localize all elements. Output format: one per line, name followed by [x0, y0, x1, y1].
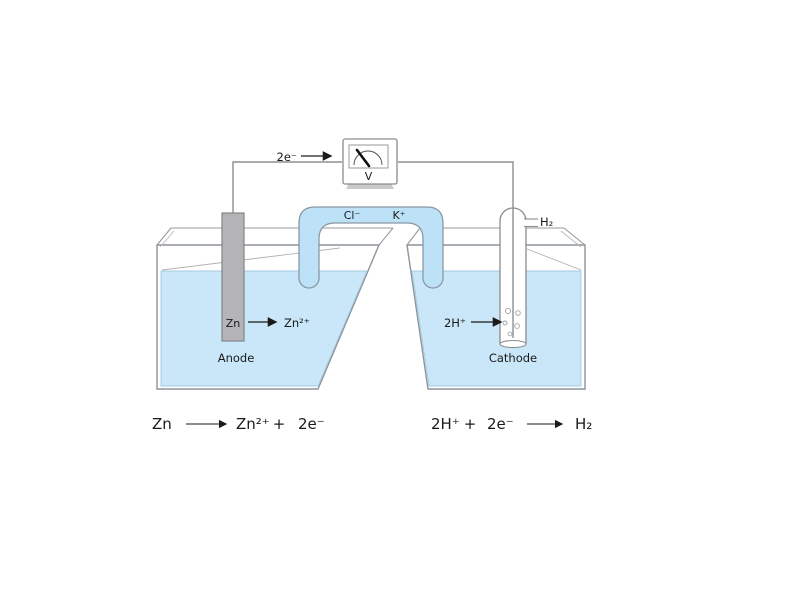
hydrogen-bubbles — [502, 307, 521, 337]
anode-beaker-rim-corner — [156, 227, 172, 246]
reduction-equation: 2H⁺ + 2e⁻ H₂ — [431, 415, 592, 433]
anode-beaker-rim-corner-2 — [159, 230, 175, 248]
bubble — [514, 323, 520, 329]
reduction-plus: + — [464, 415, 477, 433]
bubble — [507, 331, 513, 337]
voltmeter-needle — [355, 148, 371, 168]
anode-label: Anode — [218, 351, 255, 365]
cathode-back-waterline — [526, 248, 582, 271]
cathode-beaker — [406, 227, 586, 390]
cathode-wire — [398, 161, 514, 338]
oxidation-reactant: Zn — [152, 415, 172, 433]
anode-wire — [232, 161, 342, 213]
salt-bridge-anion-label: Cl⁻ — [344, 209, 361, 222]
collection-tube-mouth — [499, 339, 527, 349]
cathode-beaker-rim-corner — [406, 227, 421, 246]
voltmeter-dial-arc — [353, 150, 383, 166]
oxidation-electrons: 2e⁻ — [298, 415, 325, 433]
cathode-label: Cathode — [489, 351, 537, 365]
salt-bridge: Cl⁻ K⁺ — [298, 206, 444, 289]
reduction-ion: 2H⁺ — [431, 415, 460, 433]
anode-beaker-rim-corner-right — [378, 227, 394, 246]
circuit-wires — [232, 161, 514, 338]
electron-flow-label: 2e⁻ — [277, 150, 297, 164]
cathode-beaker-rim-corner-right-2 — [560, 230, 582, 248]
gas-outlet-gap — [524, 219, 537, 226]
oxidation-plus: + — [273, 415, 286, 433]
salt-bridge-tube — [298, 206, 444, 289]
oxidation-product-ion: Zn²⁺ — [236, 415, 270, 433]
hydrogen-gas-label: H₂ — [540, 215, 553, 229]
anode-beaker — [156, 227, 394, 390]
voltmeter: V — [342, 138, 398, 189]
hydrogen-ion-label: 2H⁺ — [444, 316, 466, 330]
cathode-beaker-rim-corner-right — [563, 227, 586, 246]
zinc-ion-label: Zn²⁺ — [284, 316, 310, 330]
reduction-electrons: 2e⁻ — [487, 415, 514, 433]
anode-solution — [160, 270, 368, 387]
cathode-solution — [411, 270, 582, 387]
salt-bridge-cation-label: K⁺ — [392, 209, 405, 222]
oxidation-equation: Zn Zn²⁺ + 2e⁻ — [152, 415, 325, 433]
bubble — [515, 310, 521, 316]
bubble — [504, 307, 512, 315]
reduction-product: H₂ — [575, 415, 592, 433]
zinc-electrode: Zn — [221, 212, 245, 342]
bubble — [502, 320, 508, 326]
zinc-electrode-label: Zn — [226, 317, 241, 330]
voltmeter-label: V — [365, 170, 373, 183]
